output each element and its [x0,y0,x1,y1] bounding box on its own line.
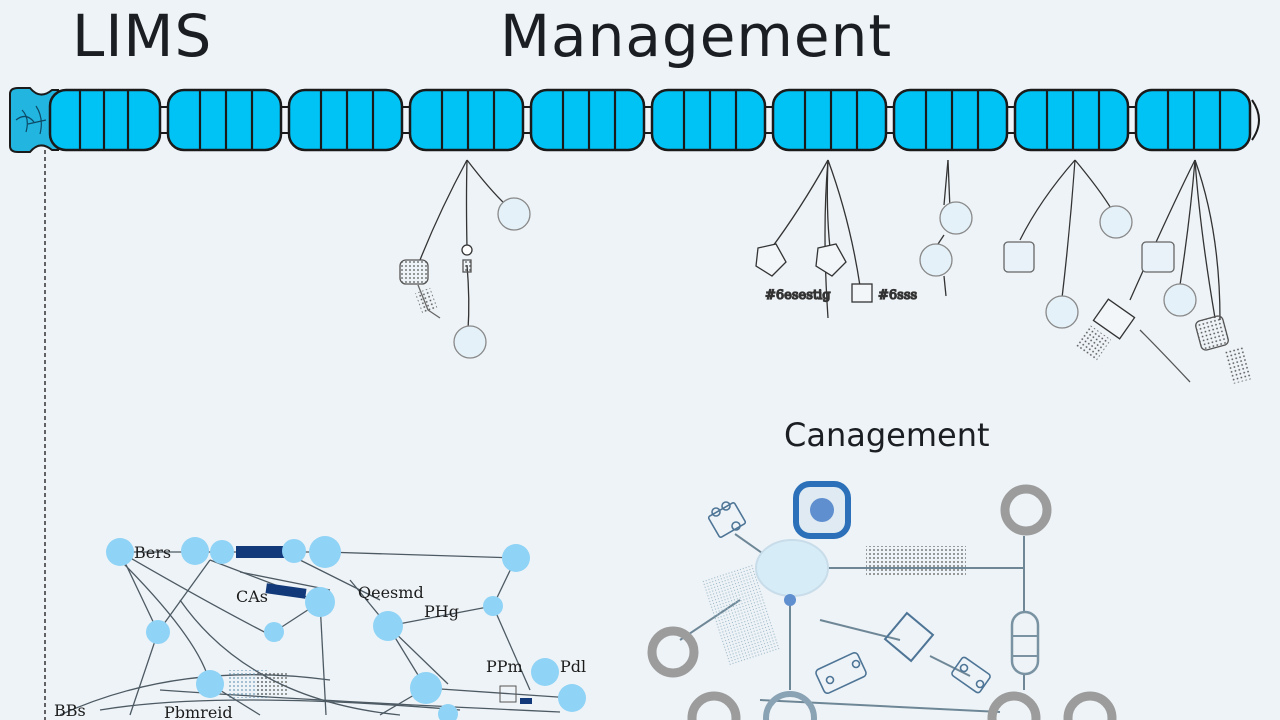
bar-segment-4 [408,88,525,152]
left-title: LIMS [72,2,213,70]
probe-square [1003,241,1035,273]
network-right [647,481,1117,720]
probe-disc [1163,283,1197,317]
bar-segment-9 [1013,88,1130,152]
bar-head [9,87,59,153]
bar-segment-2 [166,88,283,152]
probe-pentagon [755,243,787,277]
dark-pill [265,583,307,599]
dotted-block [255,672,289,696]
segmented-bar [9,87,1260,153]
bar-segment-5 [529,88,646,152]
probe-disc [1099,205,1133,239]
main-title: Management [500,2,893,70]
ring-node [987,691,1041,720]
ring-node [1063,691,1117,720]
bar-segment-7 [771,88,888,152]
dotted-band [866,546,966,576]
ring-node [687,691,741,720]
net-label-a: Bers [134,543,171,562]
dark-pill [236,546,286,558]
net-label-b: CAs [236,587,268,606]
bar-segment-8 [892,88,1009,152]
hanging-box-note: #6sss [878,288,917,303]
probe-disc [497,197,531,231]
probe-disc [1045,295,1079,329]
probe-disc [919,243,953,277]
bar-segment-3 [287,88,404,152]
probe-pentagon [815,243,847,277]
probe-group-5 [1074,159,1253,385]
net-label-c: Qeesmd [358,583,424,602]
probe-square [1141,241,1175,273]
probe-disc [939,201,973,235]
bar-segment-6 [650,88,767,152]
net-label-e: PPm [486,657,523,676]
ring-node [1000,484,1052,536]
network-left: Bers CAs Qeesmd PHg PPm Pdl Pbmreid BBs [54,536,586,720]
probe-group-3 [919,159,973,297]
network-nodes [106,536,586,720]
hub-node [755,539,829,597]
probe-pad [399,259,429,285]
probe-group-2: #6esestig #6sss [755,159,918,319]
probe-group-4 [1003,159,1133,329]
net-label-d: PHg [424,602,459,621]
ring-node [647,626,699,678]
diamond-node [883,611,935,663]
probe-group-1 [399,159,531,359]
hanging-note: #6esestig [765,288,831,303]
net-label-f: Pdl [560,657,586,676]
net-label-g: Pbmreid [164,703,233,720]
pill-node [1010,610,1040,676]
net-label-h: BBs [54,701,86,720]
probe-disc [453,325,487,359]
section-subtitle: Canagement [784,416,990,454]
